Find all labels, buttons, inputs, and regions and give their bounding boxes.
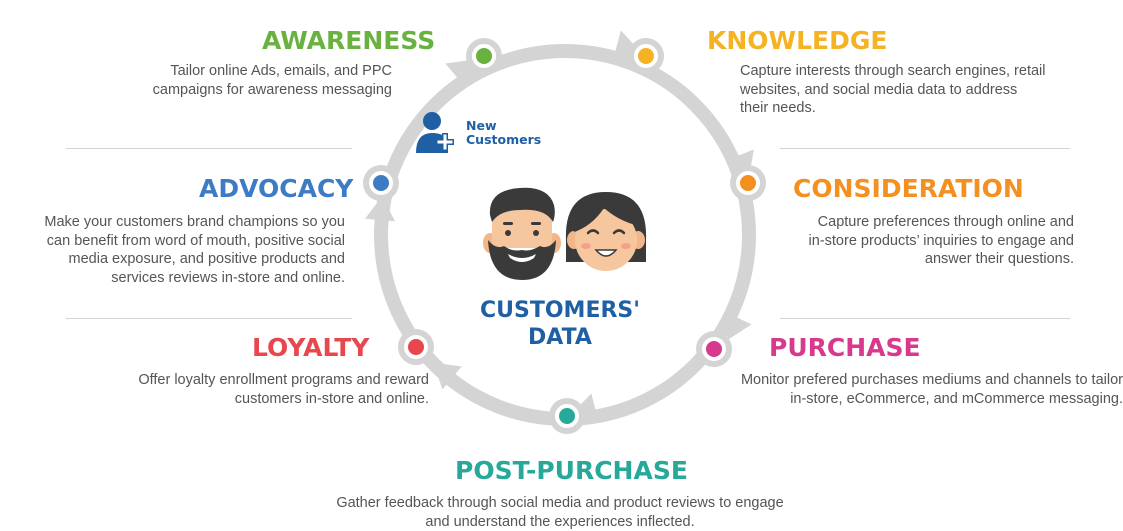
center-title-line1: CUSTOMERS'	[479, 298, 640, 323]
node-consideration	[730, 165, 766, 201]
node-post-purchase	[549, 398, 585, 434]
center-title-line2: DATA	[528, 325, 592, 350]
advocacy-description: Make your customers brand champions so y…	[10, 213, 345, 287]
post-purchase-description: Gather feedback through social media and…	[290, 494, 830, 531]
consideration-desc-line3: answer their questions.	[924, 251, 1074, 267]
awareness-desc-line1: Tailor online Ads, emails, and PPC	[170, 63, 392, 79]
center-title: CUSTOMERS' DATA	[440, 297, 680, 351]
knowledge-desc-line1: Capture interests through search engines…	[740, 63, 1046, 79]
post-purchase-desc-line1: Gather feedback through social media and…	[336, 495, 784, 511]
arrowhead-upper-left	[445, 59, 474, 87]
knowledge-desc-line2: websites, and social media data to addre…	[740, 81, 1018, 98]
loyalty-title: LOYALTY	[252, 333, 370, 362]
arrowhead-left	[365, 196, 395, 222]
purchase-desc-line2: in-store, eCommerce, and mCommerce messa…	[790, 390, 1123, 407]
advocacy-desc-line4: services reviews in-store and online.	[111, 269, 345, 286]
arrowhead-lower-right	[724, 311, 752, 340]
man-avatar-icon	[483, 187, 561, 280]
arrowhead-lower-left	[433, 362, 462, 390]
consideration-desc-line1: Capture preferences through online and	[817, 214, 1074, 230]
loyalty-description: Offer loyalty enrollment programs and re…	[79, 371, 429, 408]
advocacy-desc-line3: media exposure, and positive products an…	[68, 251, 345, 267]
add-user-icon	[416, 112, 454, 153]
post-purchase-desc-line2: and understand the experiences inflected…	[425, 513, 695, 530]
purchase-desc-line1: Monitor prefered purchases mediums and c…	[740, 372, 1123, 388]
post-purchase-title: POST-PURCHASE	[455, 456, 688, 485]
stage-nodes	[363, 38, 766, 434]
woman-avatar-icon	[565, 192, 647, 271]
loyalty-desc-line1: Offer loyalty enrollment programs and re…	[138, 372, 429, 388]
advocacy-title: ADVOCACY	[199, 174, 354, 203]
knowledge-desc-line3: their needs.	[740, 100, 816, 116]
awareness-desc-line2: campaigns for awareness messaging	[152, 81, 392, 98]
consideration-desc-line2: in-store products’ inquiries to engage a…	[808, 232, 1074, 249]
ring-arrows	[365, 30, 754, 423]
node-knowledge	[628, 38, 664, 74]
divider-right-bottom	[780, 318, 1070, 319]
new-customers-line1: New	[466, 118, 497, 133]
advocacy-desc-line2: can benefit from word of mouth, positive…	[46, 232, 345, 249]
divider-right-top	[780, 148, 1070, 149]
consideration-title: CONSIDERATION	[793, 174, 1024, 203]
purchase-title: PURCHASE	[769, 333, 921, 362]
new-customers-label: New Customers	[466, 119, 541, 147]
loyalty-desc-line2: customers in-store and online.	[234, 390, 429, 407]
purchase-description: Monitor prefered purchases mediums and c…	[683, 371, 1123, 408]
node-loyalty	[398, 329, 434, 365]
consideration-description: Capture preferences through online and i…	[744, 213, 1074, 269]
node-purchase	[696, 331, 732, 367]
new-customers-line2: Customers	[466, 132, 542, 147]
divider-left-top	[66, 148, 352, 149]
divider-left-bottom	[66, 318, 352, 319]
knowledge-title: KNOWLEDGE	[707, 26, 888, 55]
awareness-title: AWARENESS	[262, 26, 436, 55]
advocacy-desc-line1: Make your customers brand champions so y…	[44, 214, 345, 230]
node-advocacy	[363, 165, 399, 201]
knowledge-description: Capture interests through search engines…	[740, 62, 1100, 118]
awareness-description: Tailor online Ads, emails, and PPC campa…	[92, 62, 392, 99]
node-awareness	[466, 38, 502, 74]
